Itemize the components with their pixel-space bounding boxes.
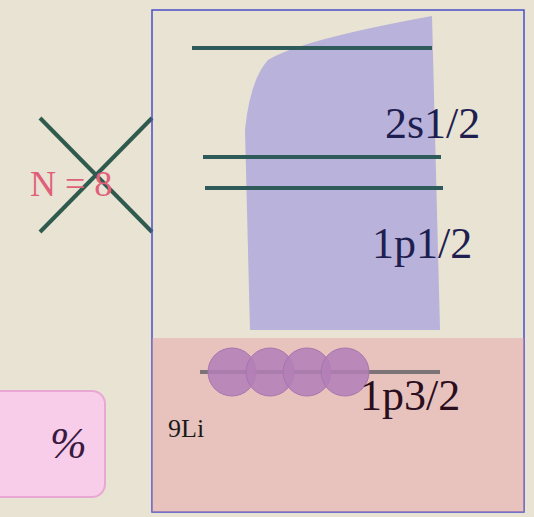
level-line	[205, 186, 443, 190]
level-line	[192, 46, 432, 50]
note-text: %	[50, 422, 87, 466]
nucleus-label: 9Li	[168, 416, 204, 442]
frame	[152, 10, 524, 512]
core-band: 9Li 1p3/2	[152, 338, 524, 512]
level-line	[203, 155, 441, 159]
level-label: 2s1/2	[385, 102, 480, 146]
level-label: 1p3/2	[360, 374, 460, 418]
level-label: 1p1/2	[372, 222, 472, 266]
magic-number: N = 8	[30, 166, 112, 202]
neutron-cloud	[245, 16, 440, 330]
note-box: %	[0, 390, 106, 498]
